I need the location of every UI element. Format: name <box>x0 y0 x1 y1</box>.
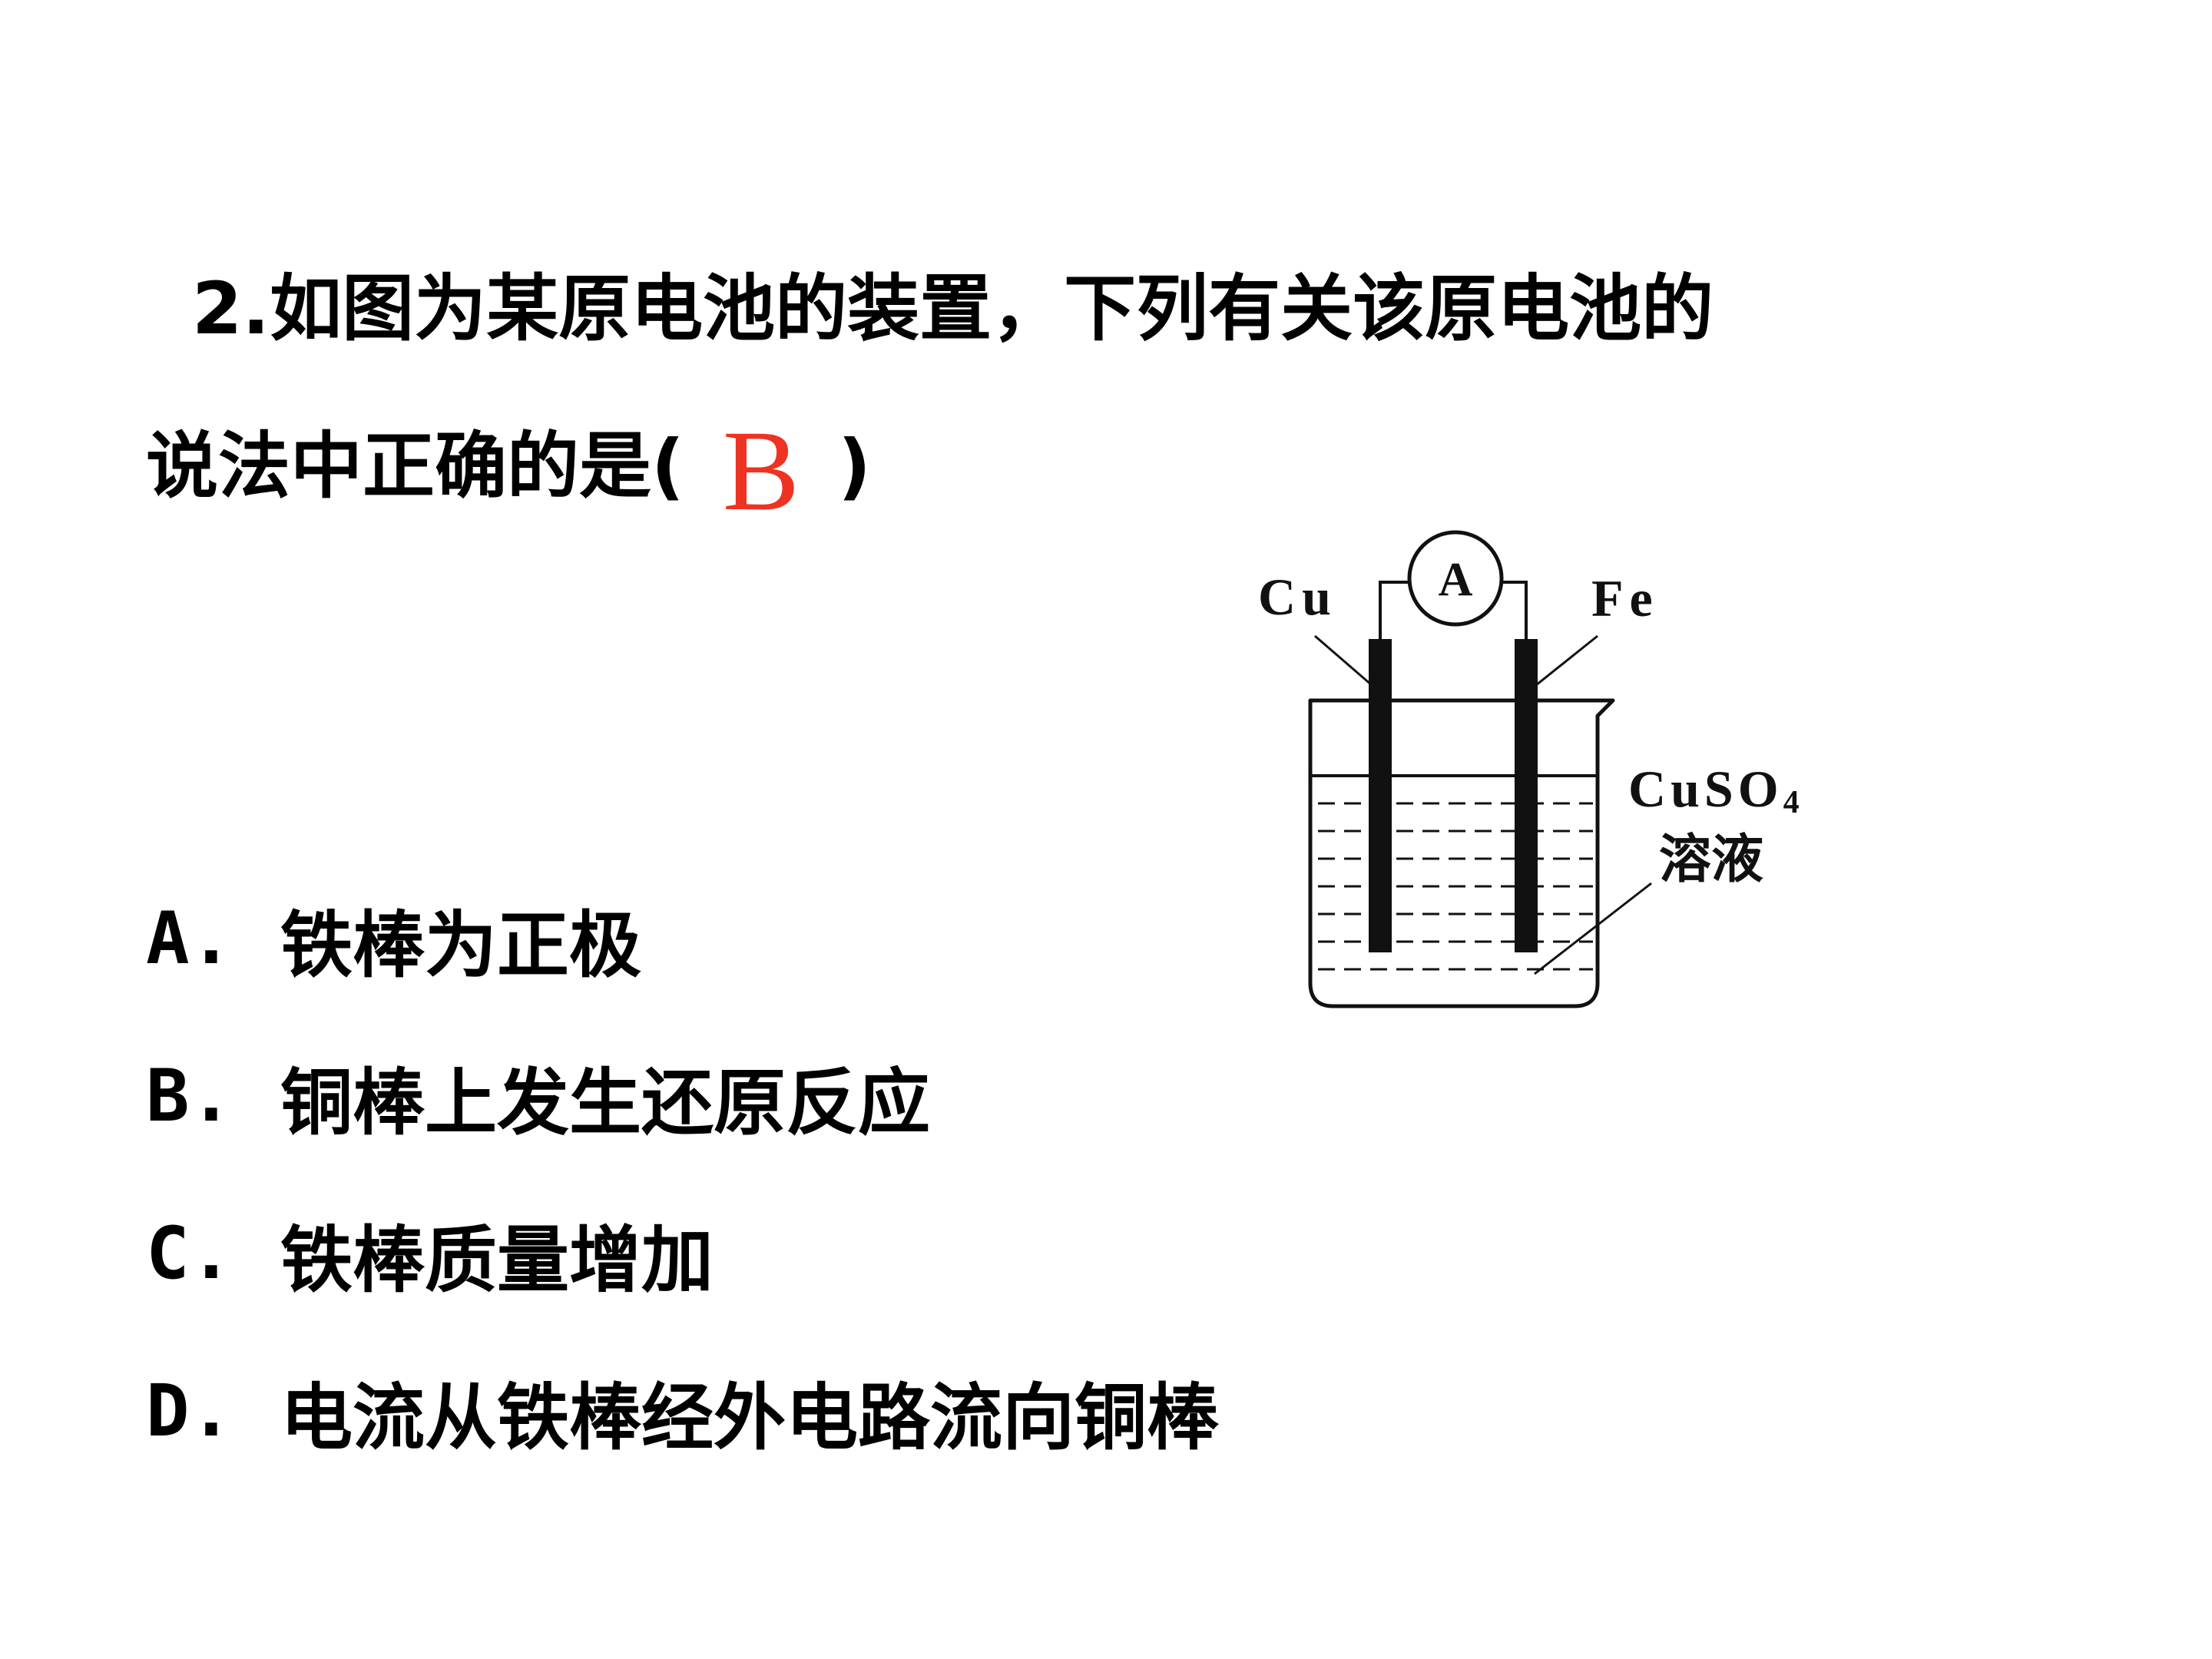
option-c[interactable]: C. 铁棒质量增加 <box>146 1175 1452 1333</box>
option-letter: B. <box>146 1055 233 1138</box>
option-letter: A. <box>146 897 233 981</box>
iron-electrode <box>1515 639 1538 952</box>
question-line-2-end: ) <box>837 425 871 508</box>
liquid-dashes <box>1318 802 1593 971</box>
beaker-outline <box>1308 698 1615 1008</box>
question-line-2-start: 说法中正确的是( <box>146 425 684 508</box>
option-text: 电流从铁棒经外电路流向铜棒 <box>280 1376 1220 1460</box>
solution-leader <box>1534 882 1652 975</box>
copper-label: Cu <box>1258 568 1337 626</box>
copper-electrode <box>1369 639 1392 952</box>
option-letter: D. <box>146 1369 233 1453</box>
answer-mark: B <box>722 407 800 535</box>
wire-left <box>1379 581 1409 639</box>
question-number: 2. <box>192 267 270 351</box>
option-list: A. 铁棒为正极 B. 铜棒上发生还原反应 C. 铁棒质量增加 D. 电流从铁棒… <box>146 860 1452 1490</box>
galvanic-cell-diagram: A Cu Fe CuSO4 溶液 <box>1258 530 1804 1008</box>
ammeter-circle <box>1407 530 1504 627</box>
solution-formula-subscript: 4 <box>1783 785 1804 820</box>
iron-leader <box>1535 634 1598 687</box>
solution-formula-main: CuSO <box>1628 760 1783 818</box>
option-text: 铜棒上发生还原反应 <box>280 1061 931 1145</box>
iron-label: Fe <box>1591 569 1659 628</box>
option-letter: C. <box>146 1212 233 1296</box>
question-line-1: 如图为某原电池的装置，下列有关该原电池的 <box>270 267 1714 351</box>
option-b[interactable]: B. 铜棒上发生还原反应 <box>146 1018 1452 1175</box>
option-d[interactable]: D. 电流从铁棒经外电路流向铜棒 <box>146 1333 1452 1490</box>
solution-formula: CuSO4 <box>1628 760 1804 820</box>
solution-name: 溶液 <box>1659 830 1763 890</box>
ammeter-label: A <box>1439 554 1473 606</box>
option-text: 铁棒质量增加 <box>280 1218 714 1303</box>
copper-leader <box>1314 634 1373 687</box>
question-stem: 2.如图为某原电池的装置，下列有关该原电池的 说法中正确的是( B) <box>146 230 2081 545</box>
option-a[interactable]: A. 铁棒为正极 <box>146 860 1452 1018</box>
wire-right <box>1502 581 1528 639</box>
option-text: 铁棒为正极 <box>280 903 642 988</box>
galvanic-cell-figure: A Cu Fe CuSO4 溶液 <box>1244 522 1859 1014</box>
